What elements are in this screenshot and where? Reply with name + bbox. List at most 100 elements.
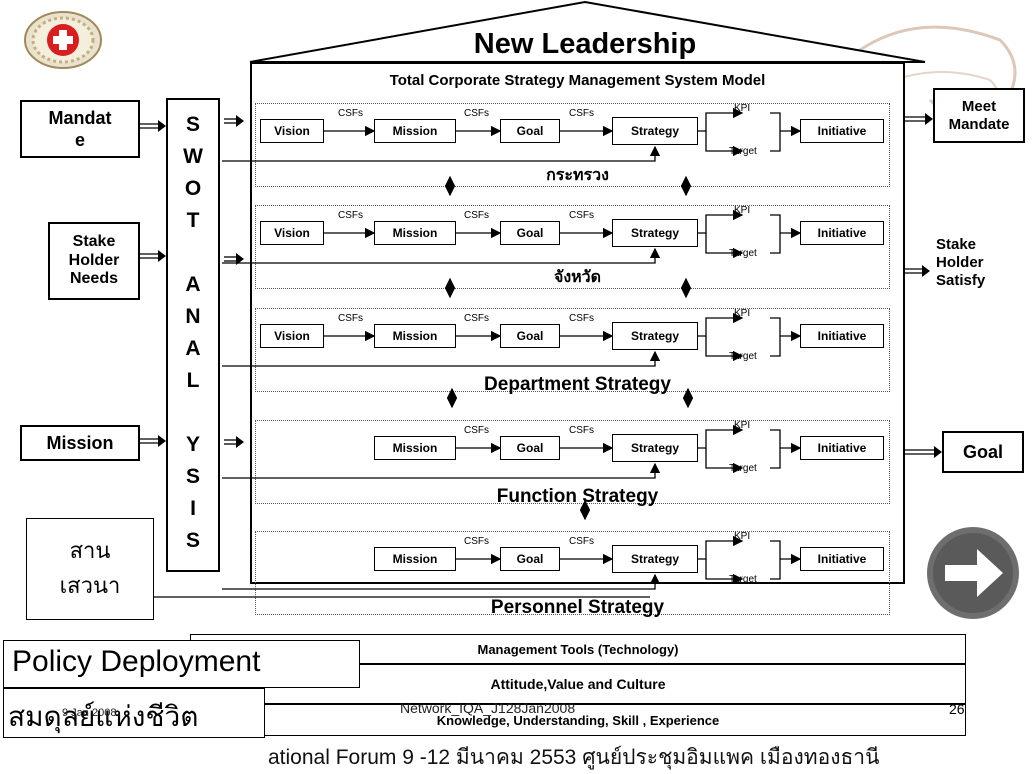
strategy-box: Strategy bbox=[612, 117, 698, 145]
sanseovana-label: สาน เสวนา bbox=[59, 538, 121, 599]
level-frame bbox=[255, 308, 890, 392]
footer-forum: ational Forum 9 -12 มีนาคม 2553 ศูนย์ประ… bbox=[268, 746, 880, 769]
mandate-label: Mandat e bbox=[48, 107, 112, 151]
vision-box: Vision bbox=[260, 221, 324, 245]
level-frame bbox=[255, 420, 890, 504]
strategy-box: Strategy bbox=[612, 434, 698, 462]
policy-deployment-box: Policy Deployment bbox=[3, 640, 360, 688]
swot-letter: N bbox=[185, 305, 201, 328]
swot-letter: I bbox=[190, 497, 196, 520]
swot-letter: S bbox=[185, 465, 200, 488]
csfs-label: CSFs bbox=[338, 210, 363, 221]
initiative-box: Initiative bbox=[800, 436, 884, 460]
footer-page-number: 26 bbox=[949, 701, 965, 717]
life-balance-label: สมดุลย์แห่งชีวิต bbox=[8, 700, 199, 733]
csfs-label: CSFs bbox=[569, 536, 594, 547]
level-label: กระทรวง bbox=[546, 165, 609, 184]
mission-box: Mission bbox=[374, 436, 456, 460]
initiative-box: Initiative bbox=[800, 119, 884, 143]
csfs-label: CSFs bbox=[569, 313, 594, 324]
model-subtitle: Total Corporate Strategy Management Syst… bbox=[389, 72, 766, 89]
kpi-label: KPI bbox=[734, 205, 751, 216]
goal-box: Goal bbox=[500, 119, 560, 143]
csfs-label: CSFs bbox=[464, 536, 489, 547]
stakeholder-needs-label: Stake Holder Needs bbox=[68, 233, 120, 288]
swot-letter: A bbox=[185, 273, 201, 296]
csfs-label: CSFs bbox=[464, 313, 489, 324]
swot-letter: T bbox=[186, 209, 200, 232]
swot-letter: L bbox=[186, 369, 200, 392]
level-label: Personnel Strategy bbox=[490, 597, 665, 618]
goal-box: Goal bbox=[500, 221, 560, 245]
kpi-label: KPI bbox=[734, 308, 751, 319]
swot-letter: S bbox=[185, 113, 200, 136]
logo-cross-icon bbox=[24, 11, 102, 69]
arrow-right-icon bbox=[927, 527, 1019, 619]
attitude-label: Attitude,Value and Culture bbox=[490, 676, 666, 692]
strategy-box: Strategy bbox=[612, 322, 698, 350]
policy-deployment-label: Policy Deployment bbox=[12, 645, 261, 678]
footer-network: Network_IQA_J128Jan2008 bbox=[400, 700, 576, 716]
vision-box: Vision bbox=[260, 119, 324, 143]
level-frame bbox=[255, 531, 890, 615]
strategy-box: Strategy bbox=[612, 219, 698, 247]
mission-box: Mission bbox=[374, 119, 456, 143]
knowledge-label: Knowledge, Understanding, Skill , Experi… bbox=[436, 712, 720, 728]
swot-letter: O bbox=[184, 177, 202, 200]
csfs-label: CSFs bbox=[338, 313, 363, 324]
kpi-label: KPI bbox=[734, 420, 751, 431]
page-title: New Leadership bbox=[473, 28, 697, 60]
meet-mandate-label: Meet Mandate bbox=[948, 97, 1010, 133]
management-tools-label: Management Tools (Technology) bbox=[477, 641, 679, 657]
mission-input-label: Mission bbox=[46, 432, 114, 453]
level-label: Function Strategy bbox=[496, 486, 659, 507]
kpi-label: KPI bbox=[734, 103, 751, 114]
swot-letter: W bbox=[183, 145, 203, 168]
knowledge-bar: Knowledge, Understanding, Skill , Experi… bbox=[190, 704, 966, 736]
swot-letter: Y bbox=[185, 433, 200, 456]
goal-box: Goal bbox=[500, 436, 560, 460]
life-balance-box: สมดุลย์แห่งชีวิต bbox=[3, 688, 265, 738]
kpi-label: KPI bbox=[734, 531, 751, 542]
level-frame bbox=[255, 103, 890, 187]
sanseovana-box: สาน เสวนา bbox=[26, 518, 154, 620]
csfs-label: CSFs bbox=[464, 210, 489, 221]
strategy-box: Strategy bbox=[612, 545, 698, 573]
target-label: Target bbox=[729, 463, 757, 474]
initiative-box: Initiative bbox=[800, 547, 884, 571]
meet-mandate-box: Meet Mandate bbox=[933, 88, 1025, 143]
mission-box: Mission bbox=[374, 547, 456, 571]
csfs-label: CSFs bbox=[464, 108, 489, 119]
goal-box: Goal bbox=[500, 547, 560, 571]
mandate-box: Mandat e bbox=[20, 100, 140, 158]
swot-letter bbox=[168, 402, 218, 434]
target-label: Target bbox=[729, 351, 757, 362]
level-label: Department Strategy bbox=[484, 374, 671, 395]
initiative-box: Initiative bbox=[800, 324, 884, 348]
mission-box: Mission bbox=[374, 221, 456, 245]
level-label: จังหวัด bbox=[553, 267, 602, 286]
stakeholder-needs-box: Stake Holder Needs bbox=[48, 222, 140, 300]
level-frame bbox=[255, 205, 890, 289]
csfs-label: CSFs bbox=[569, 108, 594, 119]
target-label: Target bbox=[729, 248, 757, 259]
initiative-box: Initiative bbox=[800, 221, 884, 245]
swot-letter: A bbox=[185, 337, 201, 360]
next-slide-button[interactable] bbox=[925, 525, 1021, 621]
target-label: Target bbox=[729, 574, 757, 585]
csfs-label: CSFs bbox=[464, 425, 489, 436]
goal-output-label: Goal bbox=[962, 441, 1003, 462]
csfs-label: CSFs bbox=[569, 210, 594, 221]
swot-letter bbox=[168, 242, 218, 274]
stakeholder-satisfy-label: Stake Holder Satisfy bbox=[936, 236, 986, 289]
target-label: Target bbox=[729, 146, 757, 157]
goal-output-box: Goal bbox=[942, 431, 1024, 473]
csfs-label: CSFs bbox=[569, 425, 594, 436]
goal-box: Goal bbox=[500, 324, 560, 348]
csfs-label: CSFs bbox=[338, 108, 363, 119]
footer-date: 9 Jan 2008 bbox=[62, 707, 117, 719]
swot-letter: S bbox=[185, 529, 200, 552]
logo bbox=[22, 8, 104, 72]
